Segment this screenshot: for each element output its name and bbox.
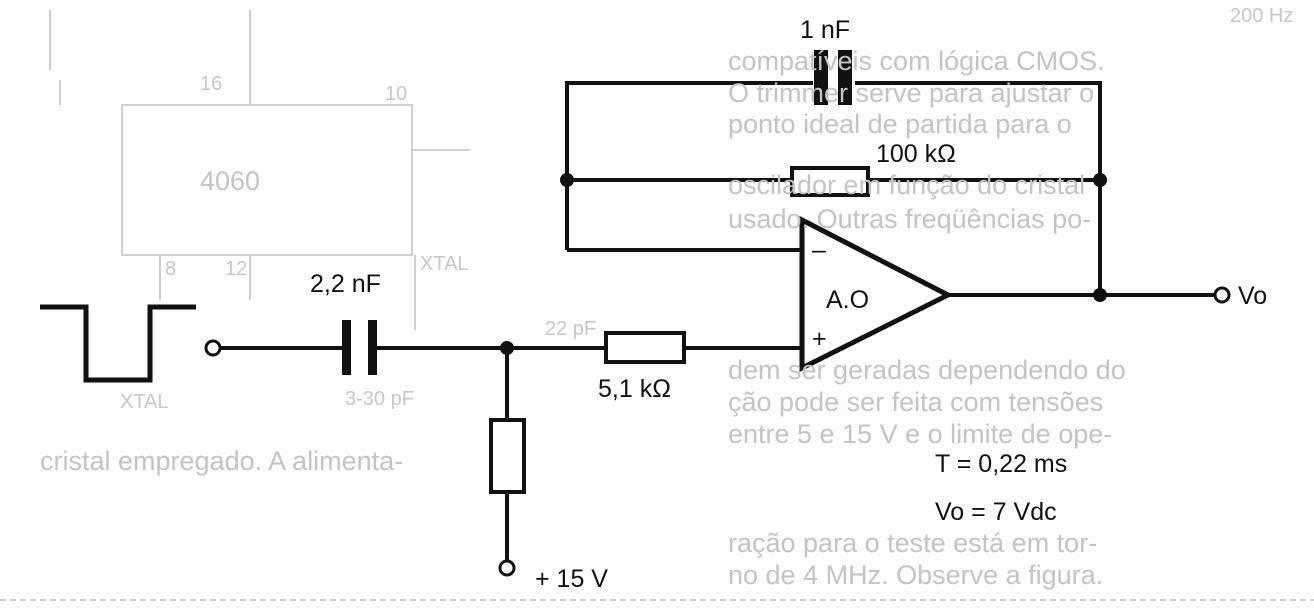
opamp-label: A.O — [826, 286, 869, 314]
input-terminal — [204, 339, 222, 357]
feedback-wire — [565, 81, 1102, 295]
ghost-line: compatíveis com lógica CMOS. — [728, 46, 1105, 76]
ghost-line: O trimmer serve para ajustar o — [728, 78, 1094, 108]
inverting-sign: – — [812, 236, 826, 264]
ghost-label: 200 Hz — [1230, 5, 1293, 27]
feedback-resistor — [790, 166, 870, 197]
ghost-line: ponto ideal de partida para o — [728, 109, 1072, 139]
input-capacitor-label: 2,2 nF — [310, 270, 381, 298]
ghost-label: 16 — [200, 73, 222, 95]
input-capacitor — [342, 320, 377, 375]
junction-dot — [560, 173, 574, 187]
junction-dot — [1093, 173, 1107, 187]
ghost-line: dem ser geradas dependendo do — [728, 355, 1126, 385]
feedback-capacitor-label: 1 nF — [800, 16, 850, 44]
ghost-line: usado. Outras freqüências po- — [728, 204, 1091, 234]
ghost-label: 3-30 pF — [345, 388, 414, 410]
ghost-line: no de 4 MHz. Observe a figura. — [728, 560, 1103, 590]
ghost-label: 10 — [385, 83, 407, 105]
ghost-line: ção pode ser feita com tensões — [728, 387, 1103, 417]
input-resistor-label: 5,1 kΩ — [598, 375, 671, 403]
ghost-label: 4060 — [200, 166, 260, 196]
input-resistor — [604, 331, 686, 364]
ghost-line: entre 5 e 15 V e o limite de ope- — [728, 419, 1112, 449]
output-voltage-spec: Vo = 7 Vdc — [935, 498, 1057, 526]
ghost-line: ração para o teste está em tor- — [728, 528, 1097, 558]
ghost-label: XTAL — [420, 253, 469, 275]
show-through-shapes — [0, 10, 1314, 601]
period-spec: T = 0,22 ms — [935, 450, 1067, 478]
bias-resistor — [489, 418, 526, 494]
square-wave-icon — [40, 304, 196, 383]
ghost-line: oscilador em função do cristal — [728, 170, 1085, 200]
feedback-capacitor — [814, 50, 852, 105]
ghost-label: XTAL — [120, 391, 169, 413]
feedback-resistor-label: 100 kΩ — [876, 140, 956, 168]
ghost-label: 8 — [165, 258, 176, 280]
ghost-label: 12 — [225, 258, 247, 280]
supply-terminal — [498, 559, 516, 577]
supply-label: + 15 V — [535, 565, 608, 593]
output-label: Vo — [1238, 282, 1267, 310]
ghost-line: cristal empregado. A alimenta- — [40, 446, 403, 476]
junction-dot — [1093, 288, 1107, 302]
opamp-symbol — [799, 215, 954, 373]
output-terminal — [1213, 286, 1231, 304]
ghost-label: 22 pF — [545, 318, 596, 340]
noninverting-sign: + — [812, 325, 827, 353]
show-through-text: compatíveis com lógica CMOS. O trimmer s… — [40, 5, 1293, 590]
